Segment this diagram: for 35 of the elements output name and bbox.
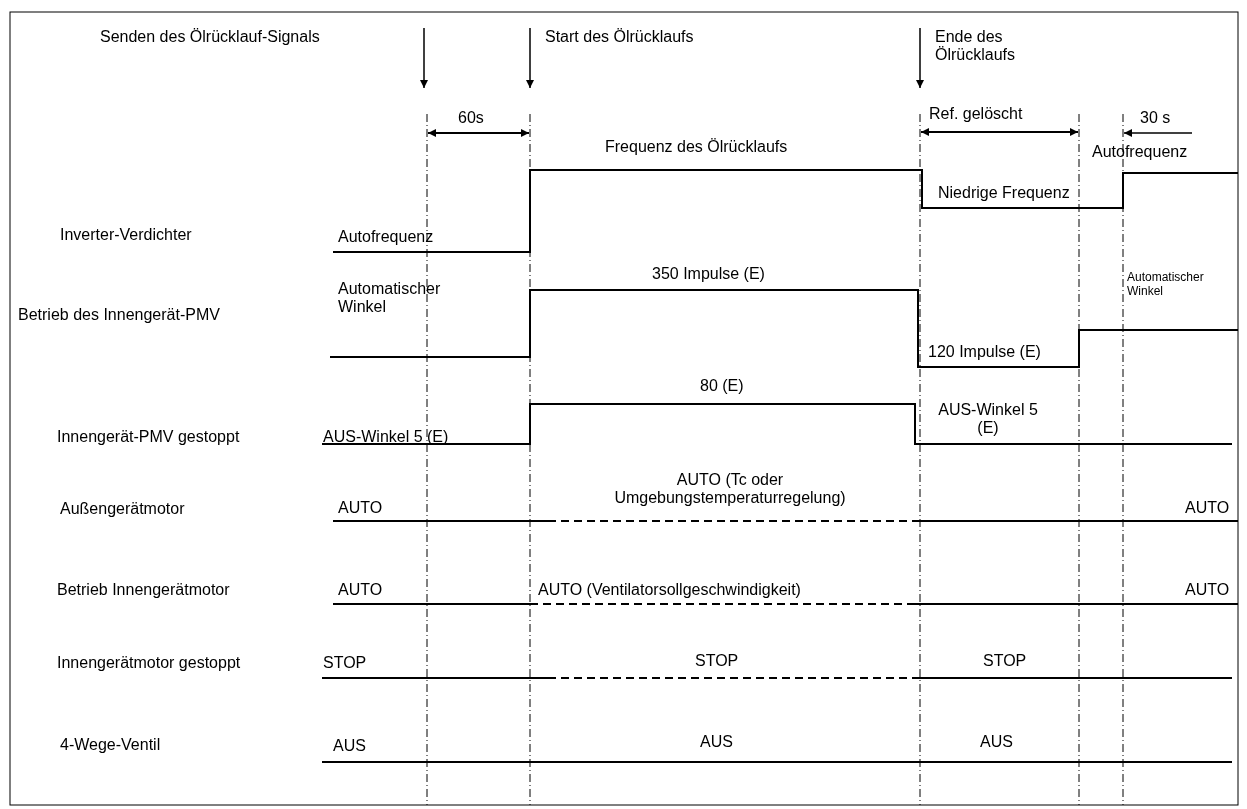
signal-value: STOP <box>323 654 367 672</box>
duration-label: 30 s <box>1140 109 1171 127</box>
event-label: Senden des Ölrücklauf-Signals <box>100 28 320 46</box>
signal-value: AUS-Winkel 5 (E) <box>938 401 1038 437</box>
signal-value: Automatischer Winkel <box>1127 270 1205 298</box>
signal-value: AUTO (Tc oder Umgebungstemperaturregelung) <box>613 471 847 507</box>
signal-name: 4-Wege-Ventil <box>60 736 161 754</box>
signal-name: Inverter-Verdichter <box>60 226 192 244</box>
signal-value: AUTO <box>338 499 383 517</box>
signal-value: AUTO <box>338 581 383 599</box>
signal-name: Innengerätmotor gestoppt <box>57 654 241 672</box>
signal-value: AUTO (Ventilatorsollgeschwindigkeit) <box>538 581 801 599</box>
signal-value: 350 Impulse (E) <box>652 265 765 283</box>
signal-name: Innengerät-PMV gestoppt <box>57 428 240 446</box>
event-label: Start des Ölrücklaufs <box>545 28 694 46</box>
signal-name: Betrieb Innengerätmotor <box>57 581 230 599</box>
signal-value: Autofrequenz <box>1092 143 1188 161</box>
signal-value: 80 (E) <box>700 377 744 395</box>
signal-value: Frequenz des Ölrücklaufs <box>605 138 788 156</box>
signal-value: STOP <box>983 652 1027 670</box>
signal-name: Außengerätmotor <box>60 500 185 518</box>
signal-value: AUS <box>333 737 366 755</box>
signal-value: AUTO <box>1185 581 1230 599</box>
signal-value: AUS <box>700 733 733 751</box>
signal-value: Niedrige Frequenz <box>938 184 1070 202</box>
signal-value: Autofrequenz <box>338 228 434 246</box>
duration-label: 60s <box>458 109 484 127</box>
event-label: Ende des Ölrücklaufs <box>935 28 1017 64</box>
signal-value: 120 Impulse (E) <box>928 343 1041 361</box>
duration-label: Ref. gelöscht <box>929 105 1023 123</box>
signal-value: AUTO <box>1185 499 1230 517</box>
signal-name: Betrieb des Innengerät-PMV <box>18 306 220 324</box>
signal-value: Automatischer Winkel <box>338 280 442 316</box>
signal-value: AUS <box>980 733 1013 751</box>
signal-value: STOP <box>695 652 739 670</box>
